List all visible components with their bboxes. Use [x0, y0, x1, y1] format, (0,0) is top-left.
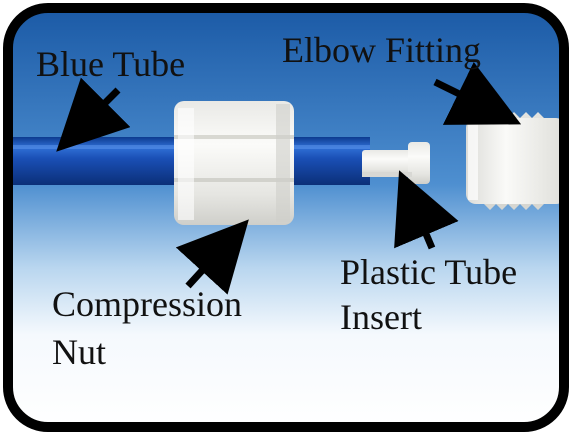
label-blue-tube: Blue Tube [36, 44, 186, 84]
label-compression-nut-line2: Nut [52, 332, 106, 372]
compression-nut-arrow [175, 219, 249, 295]
blue-tube-arrow [56, 77, 131, 152]
elbow-fitting-arrow [433, 62, 522, 125]
compression-nut [174, 101, 294, 225]
label-plastic-tube-insert-line2: Insert [340, 297, 422, 337]
label-plastic-tube-insert-line1: Plastic Tube [340, 252, 518, 292]
label-elbow-fitting: Elbow Fitting [282, 30, 482, 70]
frame-border [3, 3, 569, 432]
label-compression-nut-line1: Compression [52, 284, 243, 324]
elbow-fitting [466, 112, 564, 210]
plastic-tube-insert-arrow [394, 170, 459, 250]
